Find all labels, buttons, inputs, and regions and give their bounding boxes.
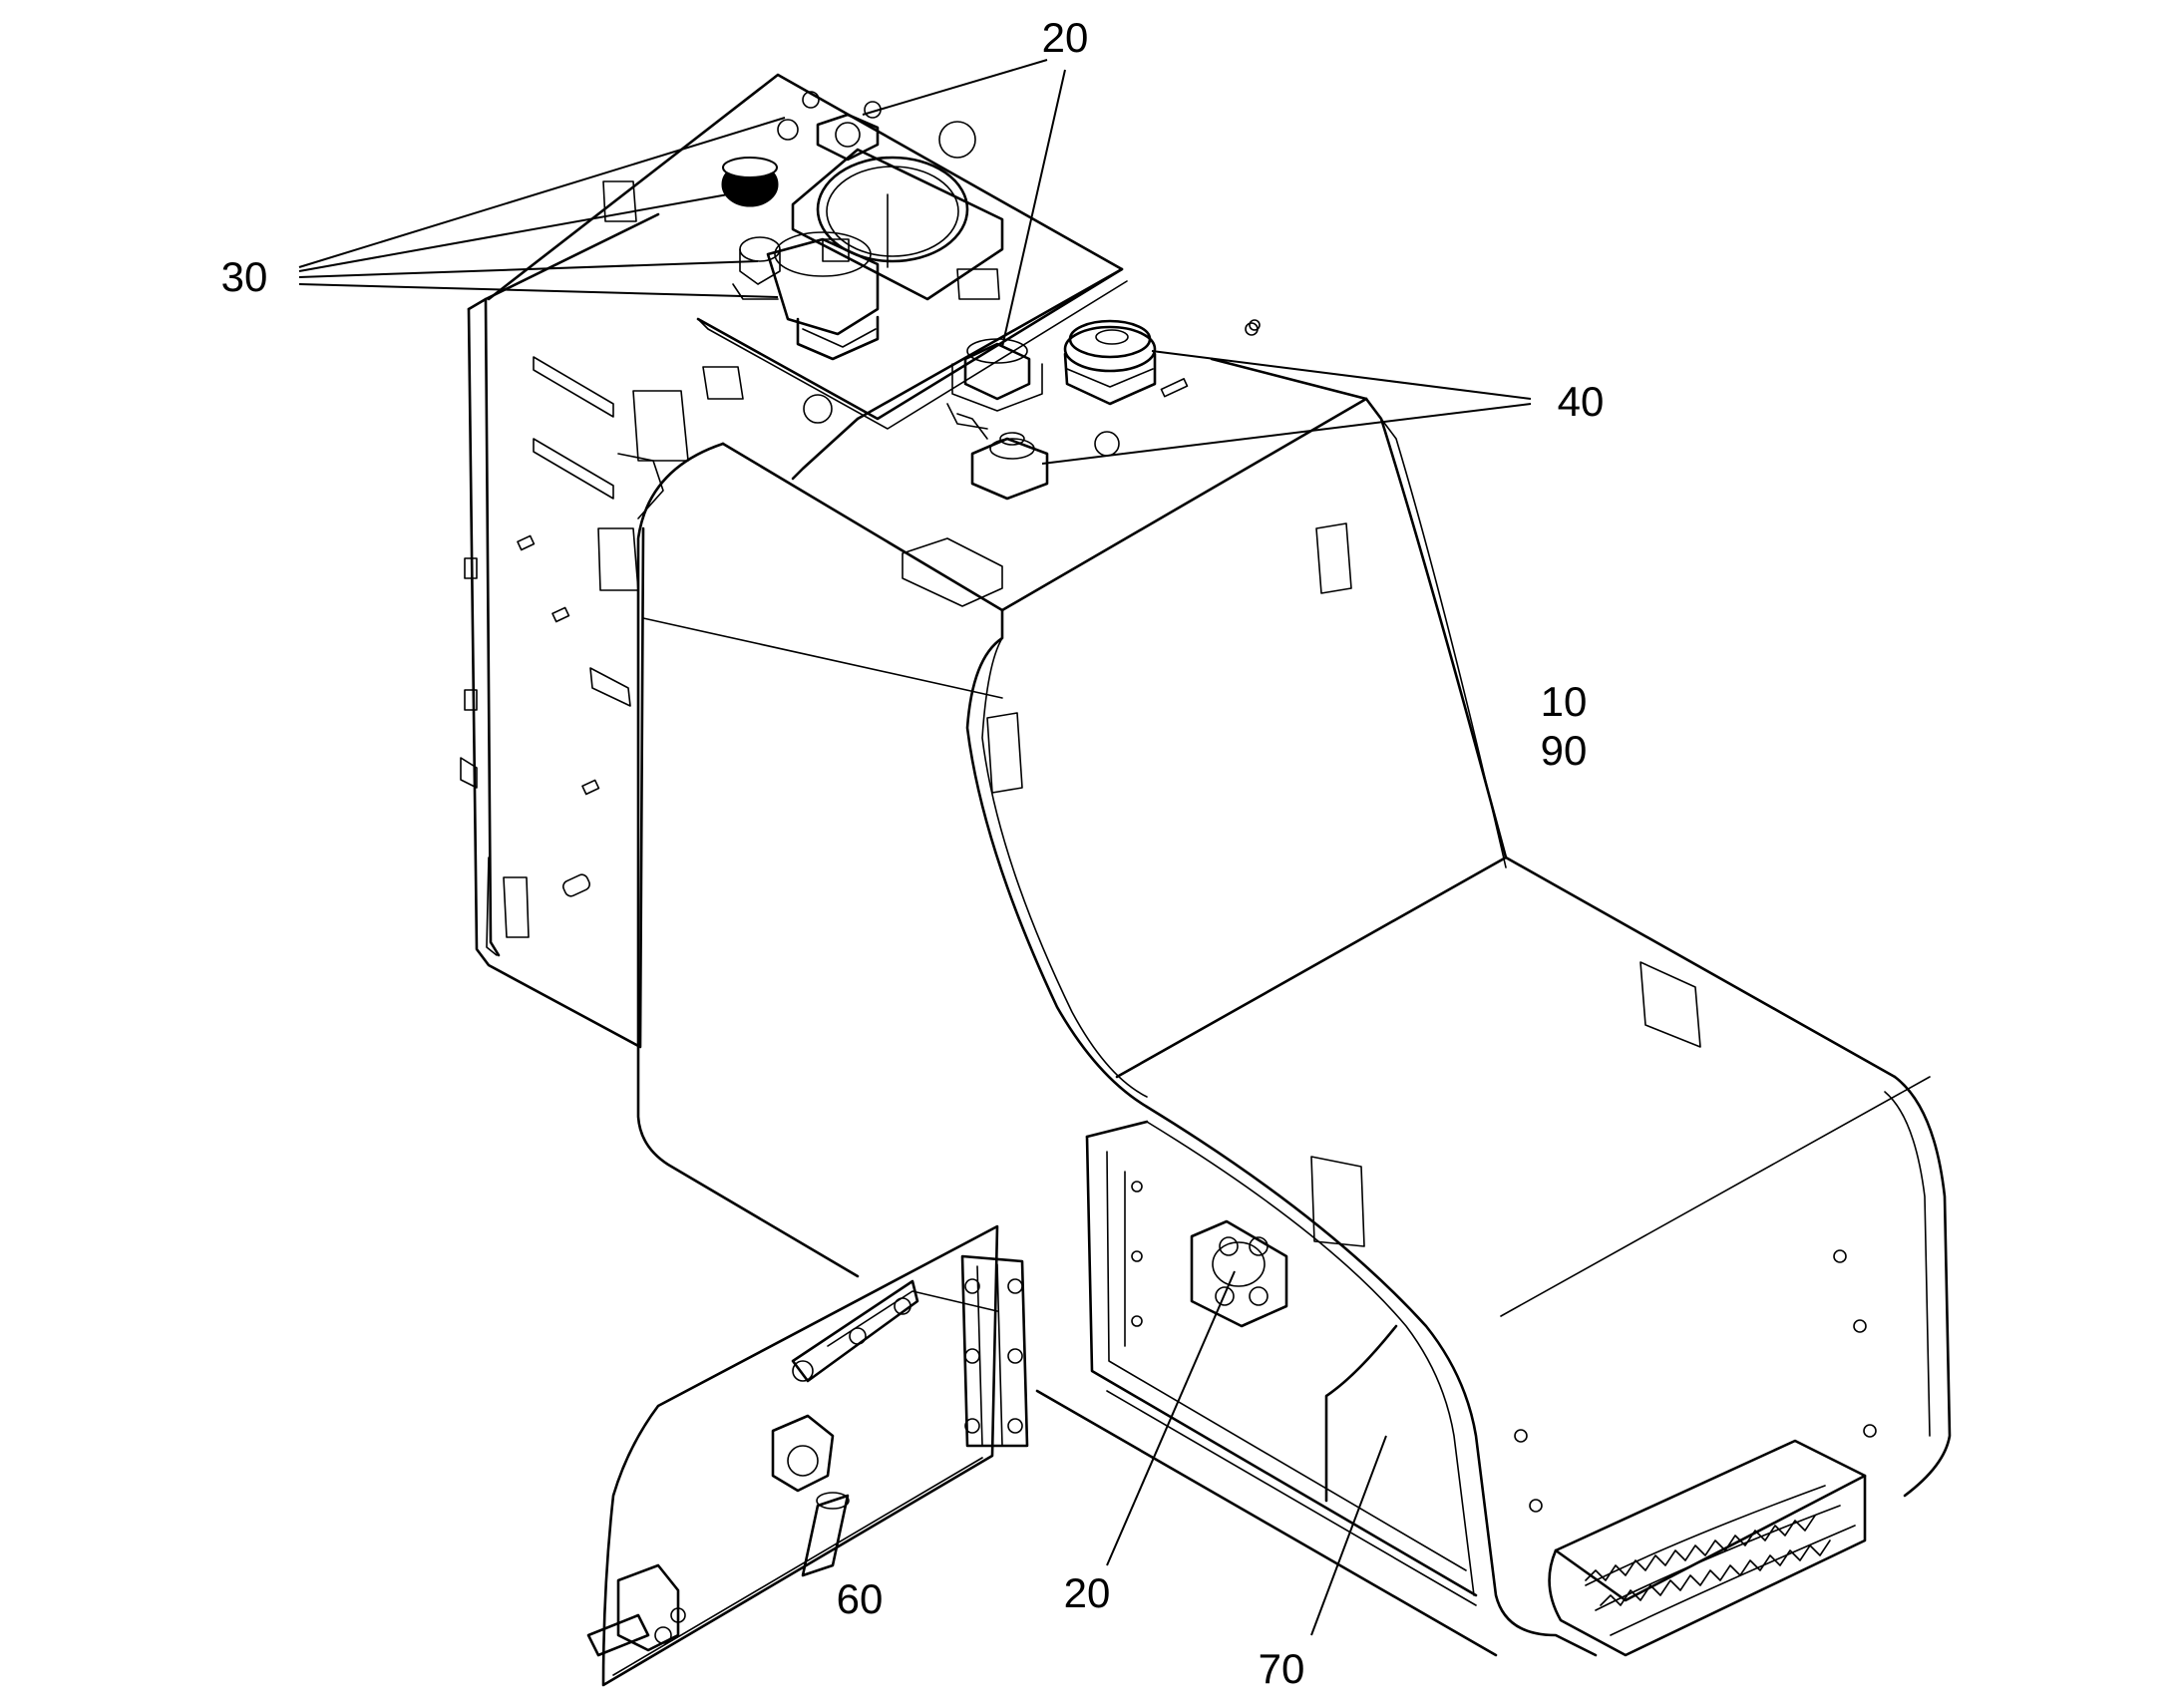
callout-labels: 20 30 40 10 90 60 20 70 <box>221 14 1605 1692</box>
access-opening-frame <box>1085 1120 1478 1606</box>
callout-60: 60 <box>837 1575 884 1622</box>
callout-10: 10 <box>1541 678 1588 725</box>
tank-body <box>636 319 1952 1657</box>
callout-leaders <box>298 59 1532 1636</box>
drain-fitting-top <box>946 403 1049 501</box>
callout-20-bottom: 20 <box>1064 1569 1111 1616</box>
callout-30: 30 <box>221 253 268 300</box>
callout-70: 70 <box>1259 1645 1305 1692</box>
inspection-ring-flange <box>791 148 1004 301</box>
access-door-panel <box>586 1224 1029 1687</box>
callout-20-top: 20 <box>1042 14 1089 61</box>
tank-top-components <box>721 91 1259 501</box>
drain-cover-flange <box>1190 1219 1288 1328</box>
callout-90: 90 <box>1541 727 1588 774</box>
sensor-fitting-cluster <box>732 231 880 361</box>
rear-mounting-plate <box>460 212 689 1049</box>
hex-plug-top <box>951 338 1043 412</box>
small-flange-top <box>777 91 882 162</box>
top-cover-plate <box>487 73 1128 481</box>
callout-40: 40 <box>1558 378 1605 425</box>
access-step <box>1548 1439 1867 1657</box>
knurled-cap <box>721 157 779 207</box>
filler-cap <box>1063 319 1157 406</box>
